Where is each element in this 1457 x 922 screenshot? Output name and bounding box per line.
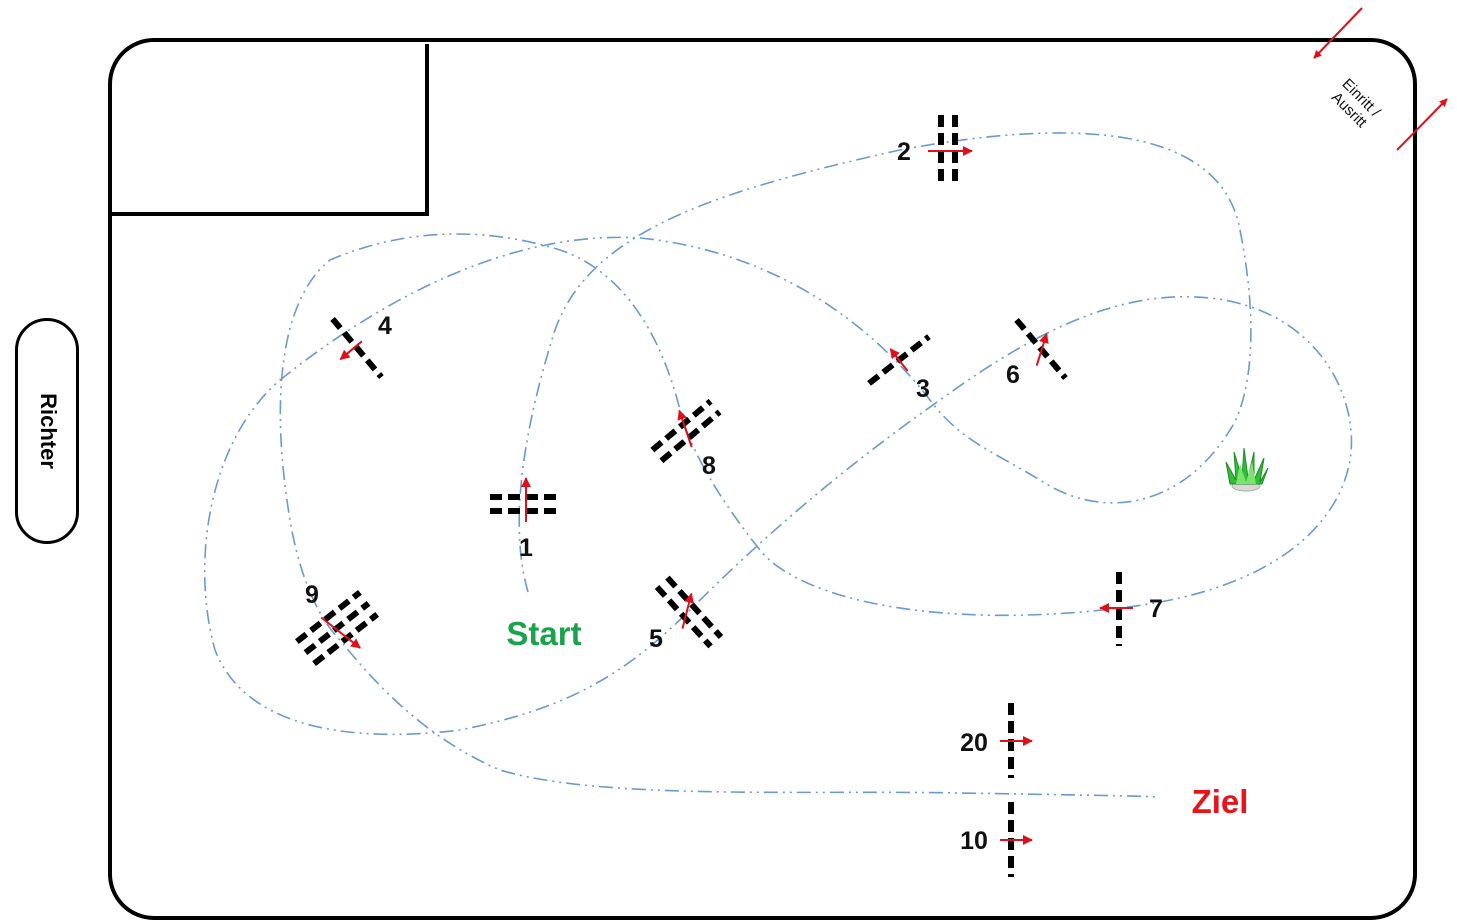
obstacle-4 [330,316,384,380]
obstacle-9-number: 9 [305,581,319,609]
obstacle-7-number: 7 [1149,595,1163,623]
obstacle-6-number: 6 [1006,361,1020,389]
obstacle-2-number: 2 [897,138,911,166]
obstacle-10 [1000,802,1033,877]
entrance-arrow-out [1396,98,1448,151]
arena-corner-box [112,44,429,216]
direction-arrow [1035,332,1049,366]
course-path [203,132,1353,798]
direction-arrow [889,348,909,372]
direction-arrow [320,616,361,649]
start-label: Start [506,615,581,652]
obstacle-9 [295,589,379,667]
obstacle-5 [654,575,724,649]
obstacle-20 [1000,703,1033,778]
obstacle-7 [1099,572,1133,646]
obstacle-8 [650,398,722,464]
grass-plant-icon [1225,447,1269,492]
obstacle-6 [1014,317,1068,381]
judge-box [15,318,79,544]
direction-arrow [339,340,363,361]
direction-arrow [677,409,693,448]
finish-label: Ziel [1192,783,1249,820]
entrance-arrow-in [1313,7,1363,59]
arena-outline [108,38,1417,920]
obstacle-5-number: 5 [649,625,663,653]
obstacle-1-number: 1 [519,534,533,562]
obstacle-2 [928,115,973,187]
obstacle-3-number: 3 [916,375,930,403]
obstacle-1 [490,477,562,522]
obstacle-8-number: 8 [702,452,716,480]
obstacle-10-number: 10 [960,827,988,855]
obstacle-4-number: 4 [378,312,392,340]
obstacle-20-number: 20 [960,729,988,757]
direction-arrow [681,592,694,629]
obstacle-3 [867,334,931,386]
entrance-label: Einritt / Ausritt [1328,75,1384,131]
